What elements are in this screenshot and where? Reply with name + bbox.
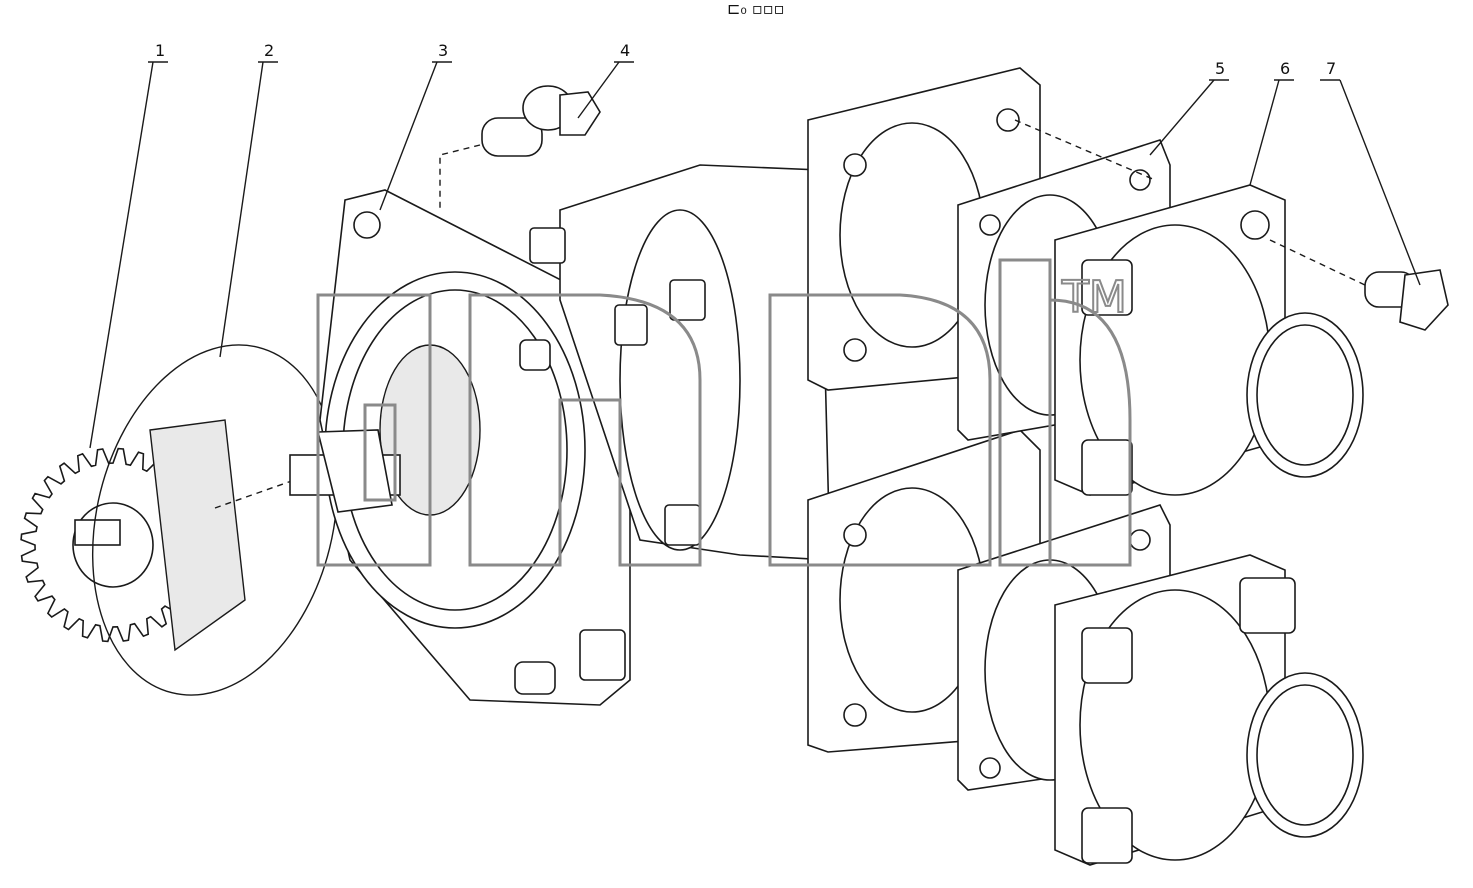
callout-1-label: 1	[155, 41, 165, 60]
watermark-trademark: TM	[1061, 272, 1127, 323]
callout-2-label: 2	[264, 41, 274, 60]
callout-7-label: 7	[1326, 59, 1336, 78]
bolt-4-guide-line	[439, 144, 481, 210]
bolt-part-7	[1364, 269, 1449, 331]
callouts: 1 2 3 4 5 6 7	[89, 41, 1421, 449]
outlet-pipe-part-6	[1054, 184, 1364, 496]
watermark: TM	[316, 258, 1132, 567]
pump-body	[529, 164, 831, 561]
callout-3-label: 3	[438, 41, 448, 60]
gasket-guide-line	[1014, 119, 1156, 181]
header-code: ⊏₀ ▫▫▫	[727, 0, 784, 18]
lower-outlet-pipe	[1054, 554, 1364, 866]
bolt-part-4	[481, 85, 601, 157]
gear-axis-line	[214, 477, 301, 509]
pump-cover-part	[289, 189, 631, 706]
callout-4-label: 4	[620, 41, 630, 60]
gear-part	[20, 419, 246, 652]
o-ring-part	[91, 344, 339, 696]
callout-6-label: 6	[1280, 59, 1290, 78]
callout-5-label: 5	[1215, 59, 1225, 78]
